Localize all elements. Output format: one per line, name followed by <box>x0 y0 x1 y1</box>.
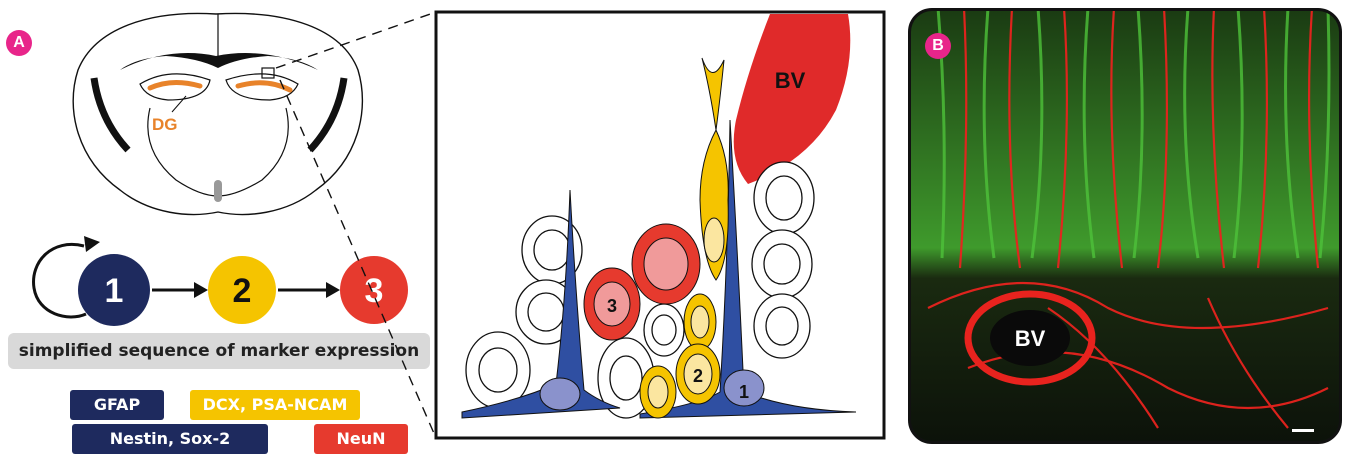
mature-cells <box>466 162 814 418</box>
micrograph-image: BV <box>908 8 1342 444</box>
dg-label: DG <box>152 115 178 134</box>
blood-vessel <box>734 14 851 184</box>
neuron-large <box>632 224 700 304</box>
neuroblast-a-nucleus <box>691 306 709 338</box>
neuroblast-c <box>640 366 676 418</box>
stage-1-cell-label: 1 <box>739 382 749 402</box>
panel-b-badge: B <box>925 33 951 59</box>
neuron-small <box>584 268 640 340</box>
stage-3-cell-label: 3 <box>607 296 617 316</box>
neuroblast-tall-nucleus <box>704 218 724 262</box>
marker-gfap: GFAP <box>70 390 164 420</box>
radial-glia-left <box>462 190 620 418</box>
marker-nestin: Nestin, Sox-2 <box>72 424 268 454</box>
caption-bar: simplified sequence of marker expression <box>8 333 430 369</box>
neuron-large-nucleus <box>644 238 688 290</box>
radial-glia-right <box>640 120 856 418</box>
stage-1-nucleus-left <box>540 378 580 410</box>
neuroblast-b <box>676 344 720 404</box>
arrow-1-2-head <box>194 282 208 298</box>
stage-1-nucleus-right <box>724 370 764 406</box>
scale-bar <box>1292 429 1314 432</box>
blood-vessel-label: BV <box>775 68 806 93</box>
neuroblast-c-nucleus <box>648 376 668 408</box>
marker-dcx: DCX, PSA-NCAM <box>190 390 360 420</box>
neuroblast-tall <box>700 130 728 280</box>
stage-2-label: 2 <box>233 272 252 310</box>
micrograph-vessel-label: BV <box>1015 326 1046 351</box>
neuron-small-nucleus <box>594 282 630 326</box>
neuroblast-b-nucleus <box>684 354 712 394</box>
neuroblast-a <box>684 294 716 350</box>
stage-1-label: 1 <box>105 272 124 310</box>
ventricle <box>214 180 222 202</box>
self-renewal-arrowhead <box>84 236 100 252</box>
stage-2-cell-label: 2 <box>693 366 703 386</box>
brain-section-diagram: DG 1 2 3 <box>0 0 430 454</box>
self-renewal-arrow <box>34 244 86 317</box>
marker-neun: NeuN <box>314 424 408 454</box>
neuroblast-process <box>702 58 724 130</box>
panel-b-micrograph: BV B <box>908 8 1342 444</box>
stage-3-label: 3 <box>365 272 384 310</box>
schematic-frame <box>436 12 884 438</box>
arrow-2-3-head <box>326 282 340 298</box>
panel-a: A DG 1 2 3 <box>0 0 430 454</box>
